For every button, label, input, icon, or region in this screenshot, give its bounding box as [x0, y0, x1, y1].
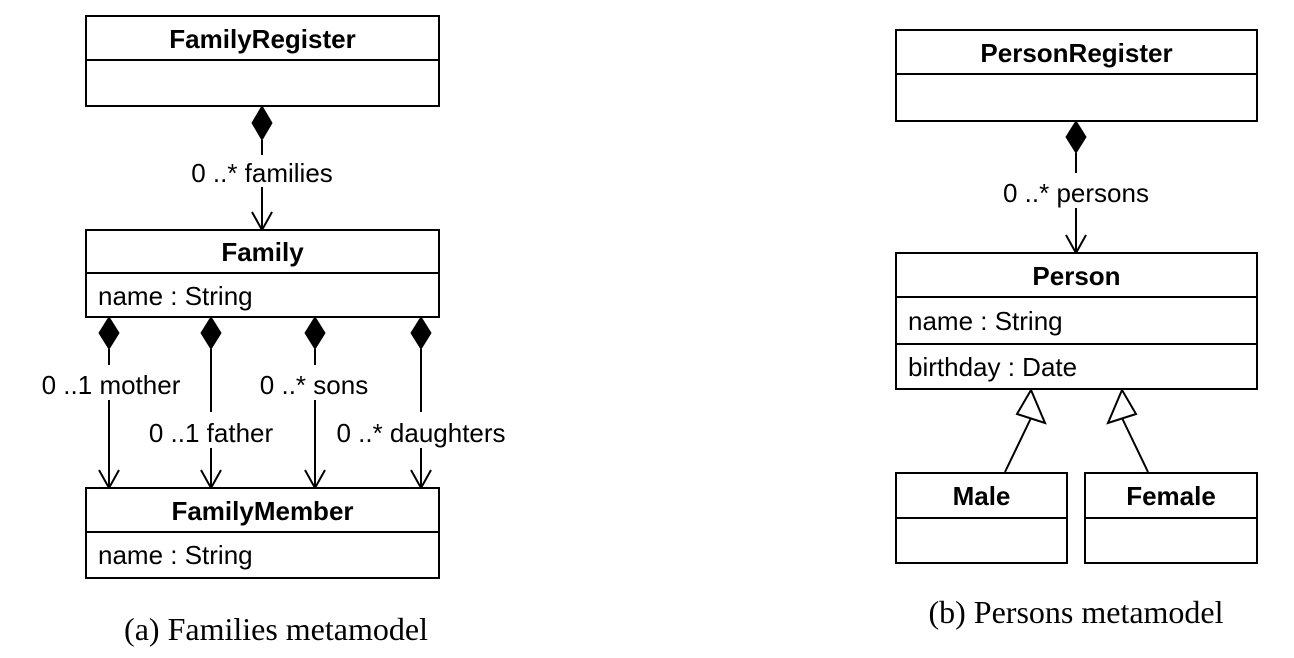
personregister-class: PersonRegister: [895, 29, 1258, 122]
person-attribute-name: name : String: [908, 306, 1063, 336]
familyregister-class: FamilyRegister: [85, 15, 440, 107]
inheritance-triangle-icon: [1015, 387, 1047, 425]
family-class: Family name : String: [85, 229, 440, 318]
familymember-class: FamilyMember name : String: [85, 487, 440, 579]
sons-association: 0 ..* sons: [260, 316, 368, 491]
persons-role-label: 0 ..* persons: [1003, 178, 1149, 208]
persons-metamodel: PersonRegister 0 ..* persons Person name…: [895, 29, 1258, 630]
familyregister-name: FamilyRegister: [169, 24, 355, 54]
persons-association: 0 ..* persons: [1003, 120, 1149, 256]
composition-diamond-icon: [410, 316, 432, 350]
person-attribute-birthday: birthday : Date: [908, 352, 1077, 382]
families-association: 0 ..* families: [191, 105, 333, 233]
mother-association: 0 ..1 mother: [42, 316, 181, 491]
composition-diamond-icon: [1065, 120, 1087, 154]
father-role-label: 0 ..1 father: [149, 418, 274, 448]
families-metamodel: FamilyRegister 0 ..* families Family nam…: [42, 15, 506, 647]
daughters-role-label: 0 ..* daughters: [336, 418, 505, 448]
male-generalization: [1004, 387, 1047, 473]
familymember-attribute-name: name : String: [98, 540, 253, 570]
family-name: Family: [221, 237, 304, 267]
mother-role-label: 0 ..1 mother: [42, 370, 181, 400]
generalization-line: [1004, 417, 1032, 473]
personregister-box: [895, 29, 1258, 122]
daughters-association: 0 ..* daughters: [336, 316, 506, 491]
female-class: Female: [1084, 472, 1258, 564]
composition-diamond-icon: [98, 316, 120, 350]
person-class: Person name : String birthday : Date: [895, 252, 1258, 390]
persons-caption: (b) Persons metamodel: [928, 594, 1223, 630]
generalization-line: [1121, 417, 1149, 473]
families-caption: (a) Families metamodel: [124, 611, 428, 647]
person-name: Person: [1032, 261, 1120, 291]
families-role-label: 0 ..* families: [191, 158, 333, 188]
familymember-name: FamilyMember: [171, 496, 353, 526]
male-name: Male: [953, 481, 1011, 511]
composition-diamond-icon: [251, 105, 273, 141]
father-association: 0 ..1 father: [149, 316, 274, 491]
person-box: [895, 252, 1258, 390]
female-name: Female: [1126, 481, 1216, 511]
personregister-name: PersonRegister: [980, 38, 1172, 68]
inheritance-triangle-icon: [1106, 387, 1138, 425]
family-attribute-name: name : String: [98, 281, 253, 311]
male-class: Male: [895, 472, 1068, 564]
composition-diamond-icon: [200, 316, 222, 350]
composition-diamond-icon: [304, 316, 326, 350]
sons-role-label: 0 ..* sons: [260, 370, 368, 400]
female-generalization: [1106, 387, 1149, 473]
